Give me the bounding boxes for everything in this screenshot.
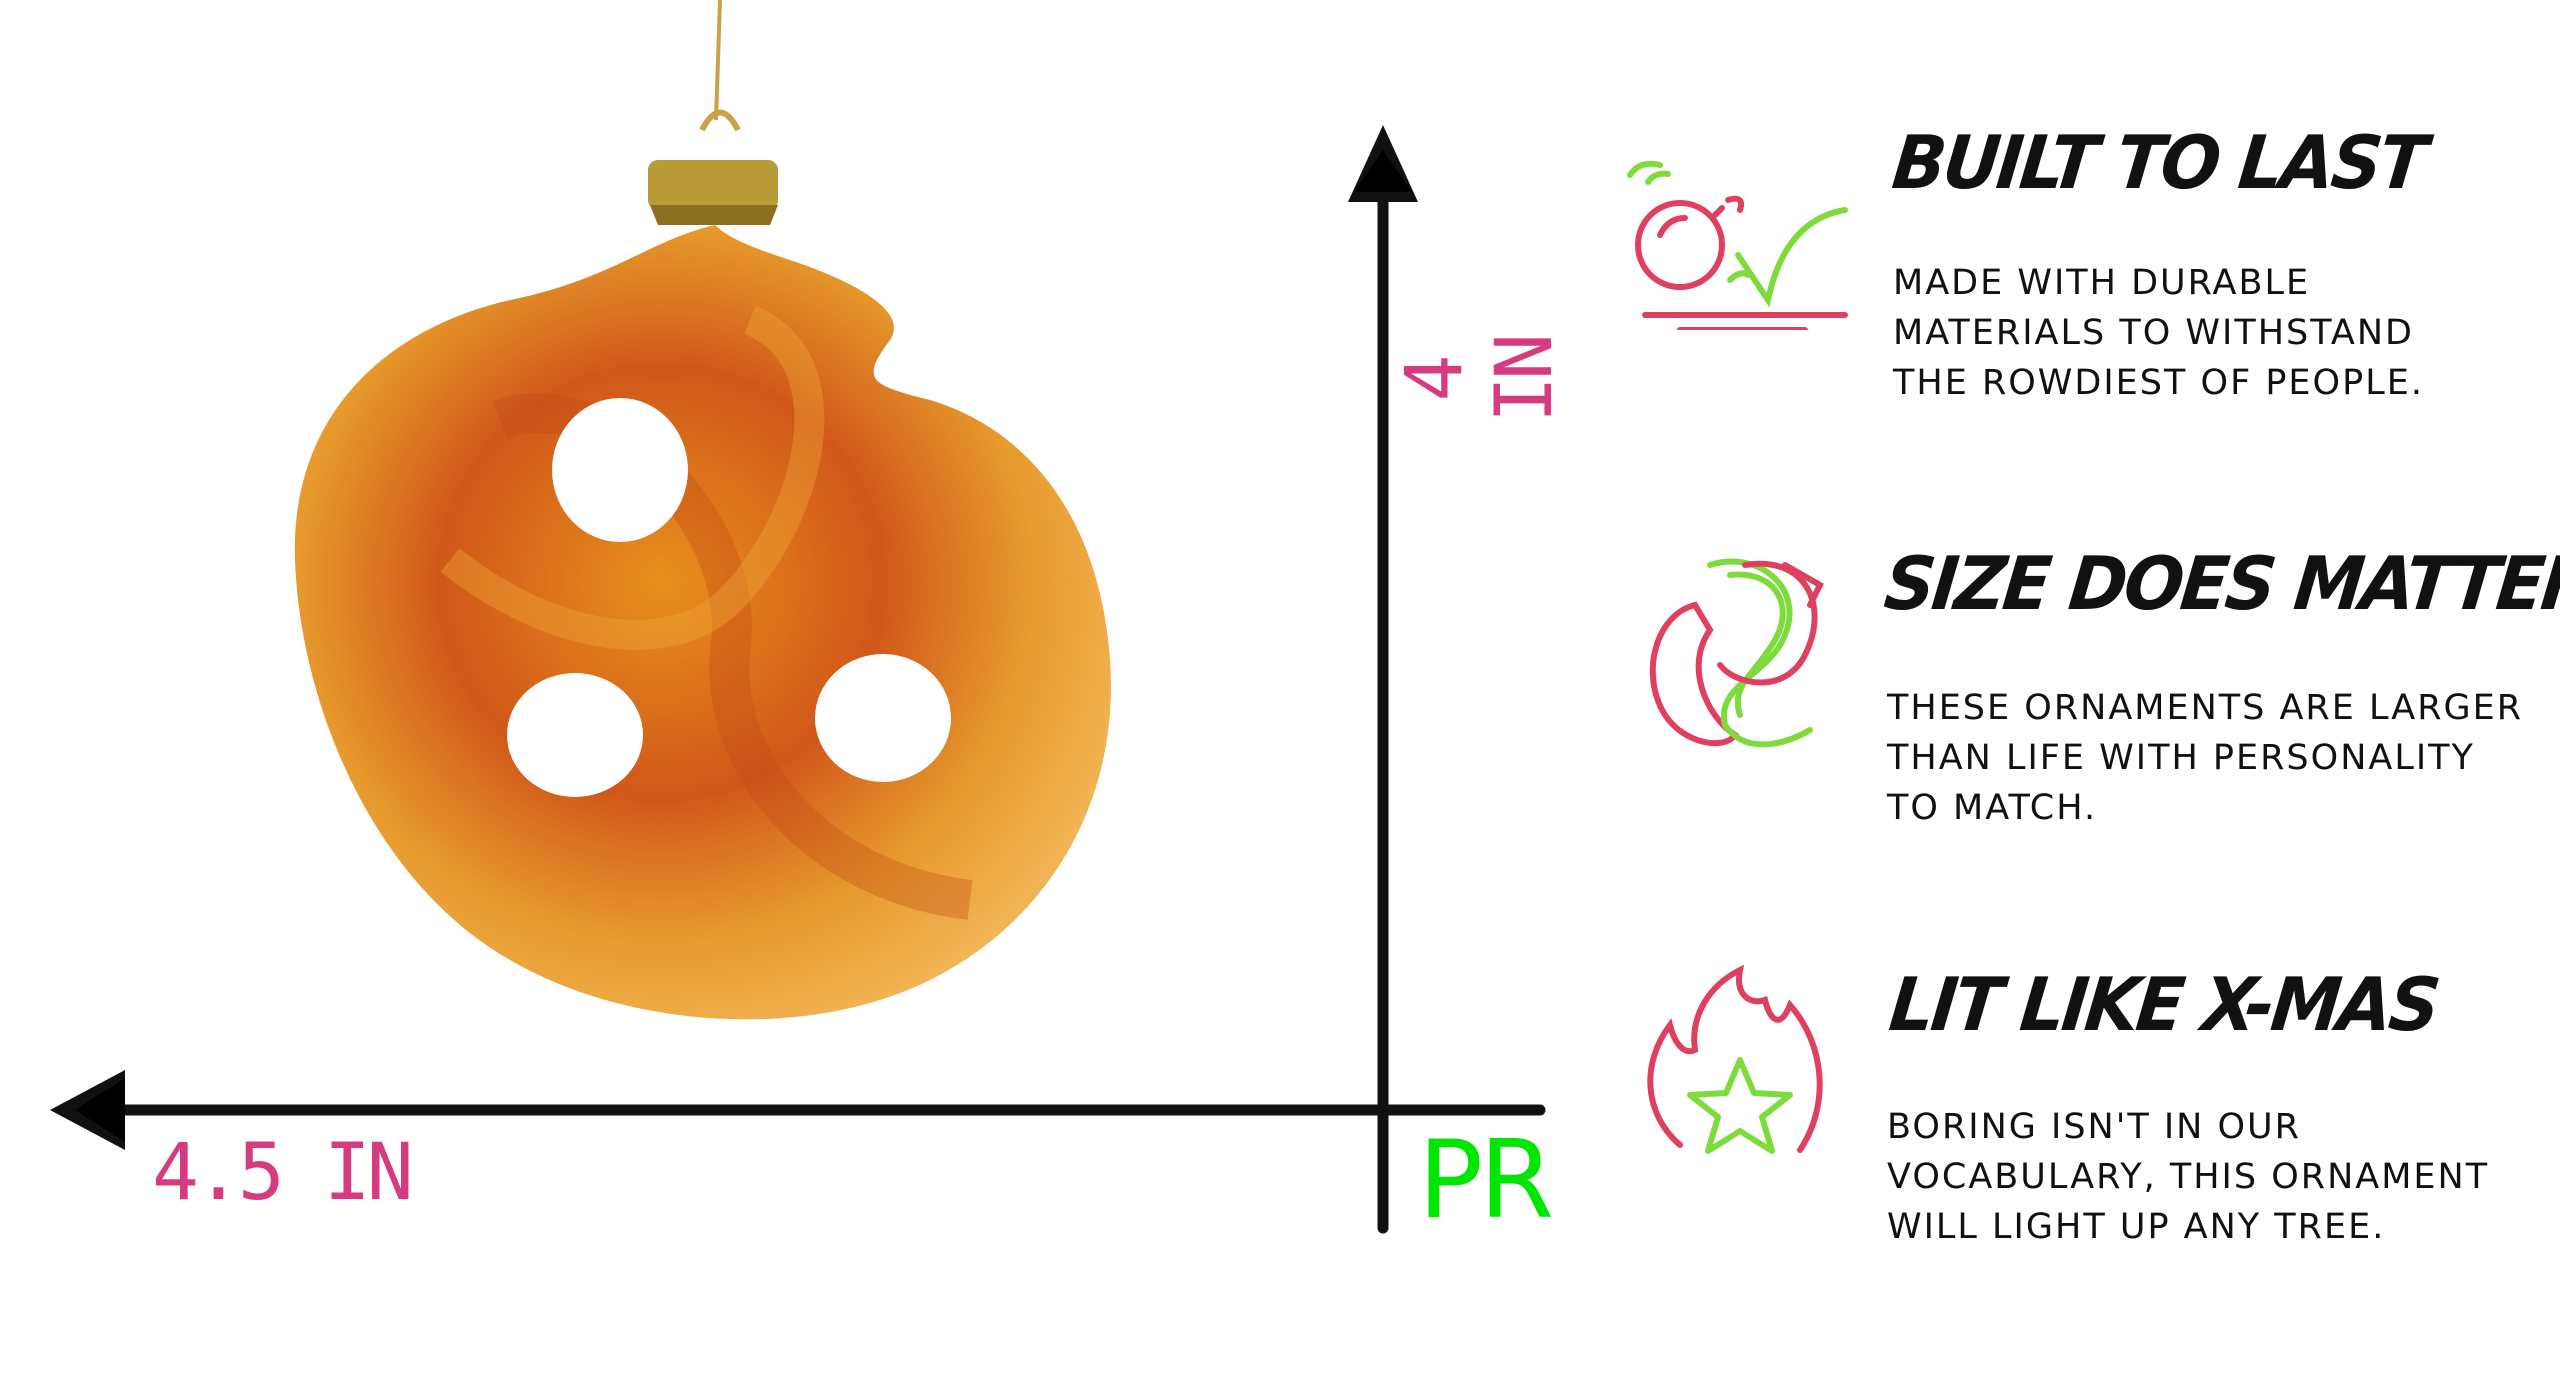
width-label: 4.5 IN xyxy=(152,1128,414,1218)
pretzel-ornament-image xyxy=(294,0,1111,1020)
feature-title: LIT LIKE X-MAS xyxy=(1885,961,2442,1049)
measuring-tape-icon xyxy=(1649,558,1824,748)
description-line: MADE WITH DURABLE xyxy=(1893,263,2311,303)
description-line: THESE ORNAMENTS ARE LARGER xyxy=(1887,688,2524,728)
feature-description: BORING ISN'T IN OUR VOCABULARY, THIS ORN… xyxy=(1887,1102,2489,1252)
brand-mark: PR xyxy=(1418,1118,1554,1243)
description-line: MATERIALS TO WITHSTAND xyxy=(1893,313,2414,353)
feature-description: MADE WITH DURABLE MATERIALS TO WITHSTAND… xyxy=(1893,258,2424,408)
feature-description: THESE ORNAMENTS ARE LARGER THAN LIFE WIT… xyxy=(1887,683,2523,833)
description-line: THE ROWDIEST OF PEOPLE. xyxy=(1893,363,2424,403)
description-line: WILL LIGHT UP ANY TREE. xyxy=(1887,1207,2386,1247)
height-label: 4 IN xyxy=(1390,337,1570,423)
flaming-star-icon xyxy=(1647,965,1823,1154)
feature-title: BUILT TO LAST xyxy=(1888,119,2429,207)
description-line: THAN LIFE WITH PERSONALITY xyxy=(1887,738,2475,778)
description-line: TO MATCH. xyxy=(1887,788,2098,828)
description-line: VOCABULARY, THIS ORNAMENT xyxy=(1887,1157,2490,1197)
description-line: BORING ISN'T IN OUR xyxy=(1887,1107,2301,1147)
bouncing-ornament-icon xyxy=(1627,160,1848,330)
feature-title: SIZE DOES MATTER xyxy=(1880,540,2560,628)
